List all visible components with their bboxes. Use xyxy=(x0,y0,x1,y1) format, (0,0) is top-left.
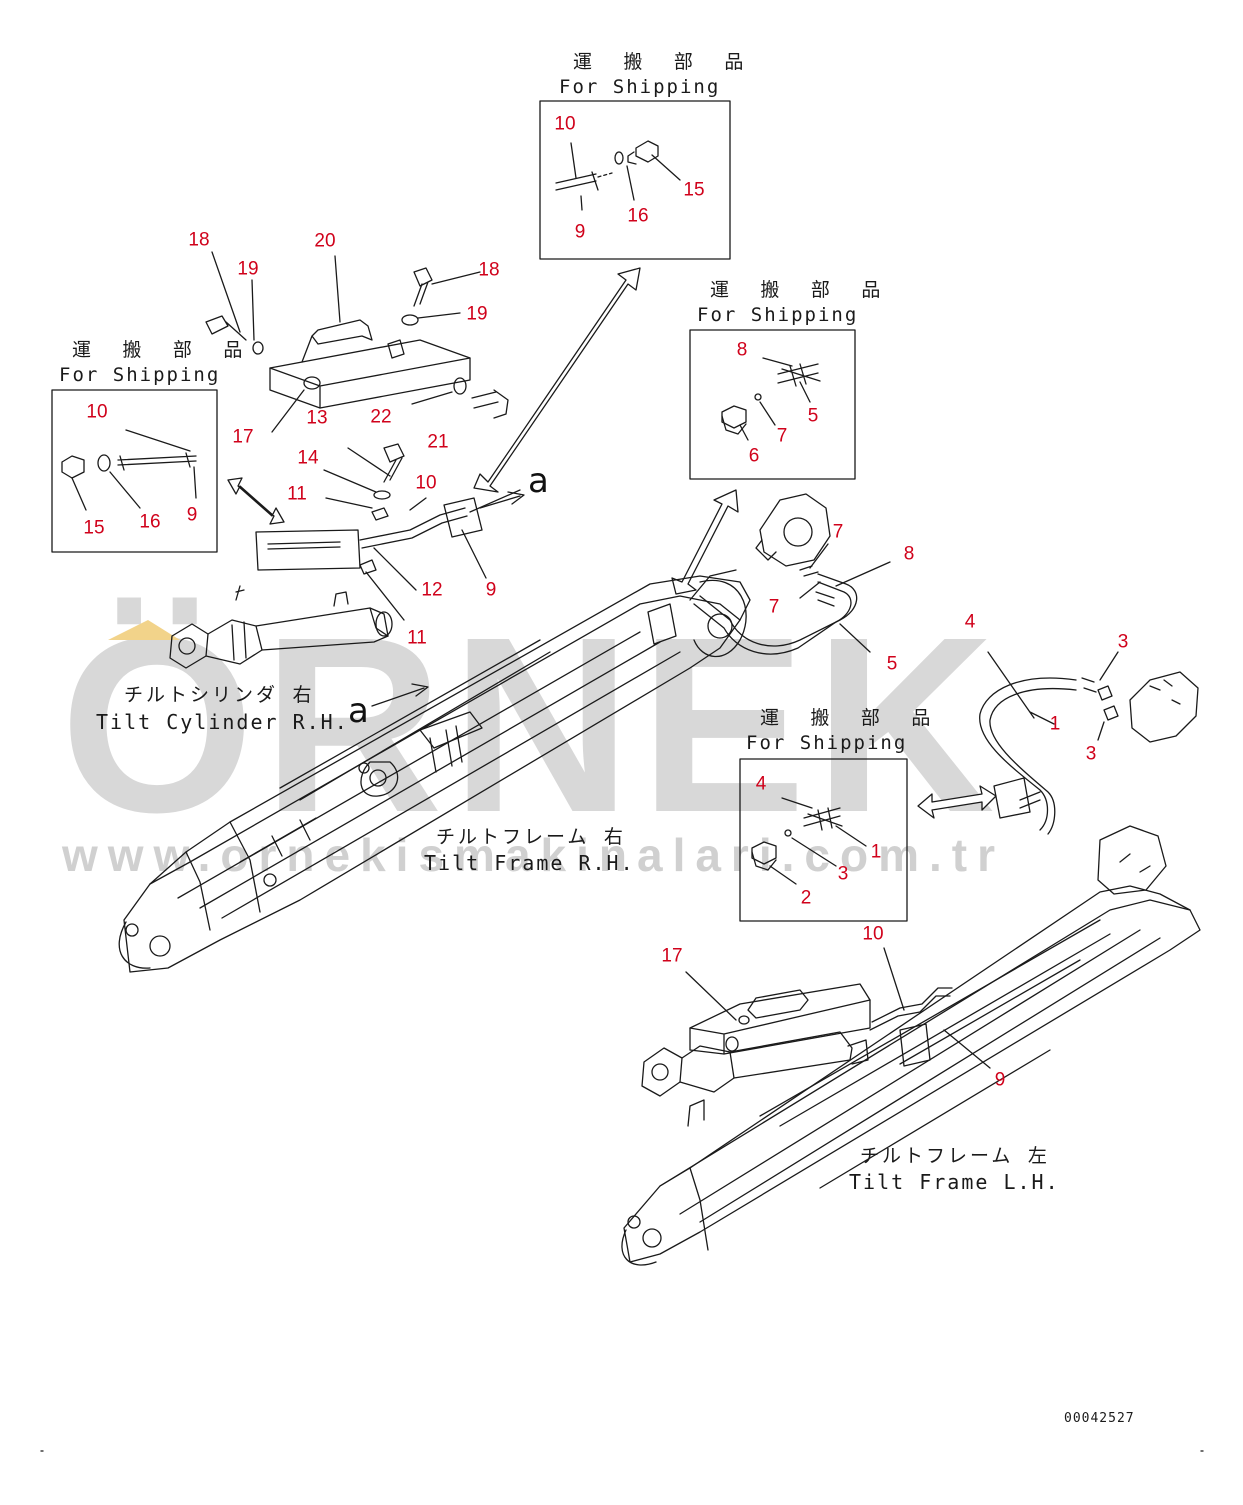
shipping-box-left xyxy=(51,389,218,553)
shipping-box-top xyxy=(539,100,731,260)
rh-motor xyxy=(693,493,891,655)
shipping-title-en-top: For Shipping xyxy=(559,76,721,98)
shipping-title-en-lh: For Shipping xyxy=(746,732,908,754)
left-box-parts xyxy=(61,429,197,511)
lh-motor xyxy=(979,651,1199,835)
shipping-title-en-right: For Shipping xyxy=(697,304,859,326)
shipping-title-en-left: For Shipping xyxy=(59,364,221,386)
callout-left-box-16: 16 xyxy=(139,511,161,533)
shipping-title-jp-top: 運 搬 部 品 xyxy=(573,51,754,73)
rh-hose-parts xyxy=(323,443,521,621)
shipping-title-jp-lh: 運 搬 部 品 xyxy=(760,707,941,729)
callout-guard-22: 22 xyxy=(370,406,392,428)
shipping-box-right xyxy=(689,329,856,480)
callout-right-box-7: 7 xyxy=(776,425,788,447)
right-box-parts xyxy=(721,357,821,441)
callout-right-box-6: 6 xyxy=(748,445,760,467)
watermark-accent-icon xyxy=(108,620,180,640)
shipping-title-jp-right: 運 搬 部 品 xyxy=(710,279,891,301)
top-box-parts xyxy=(555,140,681,211)
lh-box-parts xyxy=(751,797,867,885)
tilt-cylinder-lh xyxy=(641,947,991,1097)
arrow-a-upper xyxy=(479,491,525,509)
callout-top-box-10: 10 xyxy=(554,113,576,135)
callout-rh-hose-11b: 11 xyxy=(407,627,427,649)
callout-guard-19b: 19 xyxy=(466,303,488,325)
watermark-url: www.ornekismakinalari.com.tr xyxy=(62,829,1005,881)
callout-right-box-5: 5 xyxy=(807,405,819,427)
callout-rh-motor-5: 5 xyxy=(886,653,898,675)
tilt-cylinder-rh xyxy=(169,585,393,669)
shipping-box-lh xyxy=(739,758,908,922)
callout-guard-13: 13 xyxy=(306,407,328,429)
caption-tilt-frame-rh-en: Tilt Frame R.H. xyxy=(424,851,635,875)
callout-guard-18b: 18 xyxy=(478,259,500,281)
callout-rh-motor-8: 8 xyxy=(903,543,915,565)
callout-lh-box-2: 2 xyxy=(800,887,812,909)
caption-tilt-cylinder-rh-jp: チルトシリンダ 右 xyxy=(124,684,315,706)
callout-left-box-9: 9 xyxy=(186,504,198,526)
callout-guard-18a: 18 xyxy=(188,229,210,251)
callout-lh-frame-10: 10 xyxy=(862,923,884,945)
callout-lh-motor-4: 4 xyxy=(964,611,976,633)
callout-lh-box-3: 3 xyxy=(837,863,849,885)
tilt-frame-lh xyxy=(621,825,1201,1266)
callout-left-box-15: 15 xyxy=(83,517,105,539)
arrow-a-lower xyxy=(371,683,429,707)
shipping-card-left xyxy=(255,529,361,571)
callout-top-box-15: 15 xyxy=(683,179,705,201)
callout-rh-motor-7b: 7 xyxy=(768,596,780,618)
callout-rh-hose-9: 9 xyxy=(485,579,497,601)
callout-rh-hose-10: 10 xyxy=(415,472,437,494)
callout-rh-motor-7a: 7 xyxy=(832,521,844,543)
caption-tilt-frame-lh-jp: チルトフレーム 左 xyxy=(860,1145,1050,1167)
view-marker-a-lower: a xyxy=(348,691,369,731)
callout-lh-box-4: 4 xyxy=(755,773,767,795)
callout-guard-20: 20 xyxy=(314,230,336,252)
callout-lh-motor-1: 1 xyxy=(1049,713,1061,735)
callout-rh-hose-11a: 11 xyxy=(287,483,307,505)
callout-guard-21: 21 xyxy=(427,431,449,453)
callout-rh-hose-12: 12 xyxy=(421,579,443,601)
caption-tilt-frame-rh-jp: チルトフレーム 右 xyxy=(436,826,626,848)
caption-tilt-cylinder-rh-en: Tilt Cylinder R.H. xyxy=(96,710,349,734)
callout-lh-frame-9: 9 xyxy=(994,1069,1006,1091)
callout-right-box-8: 8 xyxy=(736,339,748,361)
tilt-frame-rh xyxy=(118,569,751,973)
callout-lh-box-1: 1 xyxy=(870,841,882,863)
callout-rh-hose-14: 14 xyxy=(297,447,319,469)
caption-tilt-frame-lh-en: Tilt Frame L.H. xyxy=(849,1170,1060,1194)
callout-guard-19a: 19 xyxy=(237,258,259,280)
drawing-number: 00042527 xyxy=(1064,1411,1135,1426)
view-marker-a-upper: a xyxy=(528,461,549,501)
callout-lh-motor-3a: 3 xyxy=(1117,631,1129,653)
callout-left-box-10: 10 xyxy=(86,401,108,423)
callout-top-box-16: 16 xyxy=(627,205,649,227)
double-arrows xyxy=(227,267,997,819)
guard-assembly xyxy=(205,251,509,433)
callout-lh-motor-3b: 3 xyxy=(1085,743,1097,765)
callout-lh-frame-17: 17 xyxy=(661,945,683,967)
shipping-title-jp-left: 運 搬 部 品 xyxy=(72,339,253,361)
callout-guard-17: 17 xyxy=(232,426,254,448)
callout-top-box-9: 9 xyxy=(574,221,586,243)
